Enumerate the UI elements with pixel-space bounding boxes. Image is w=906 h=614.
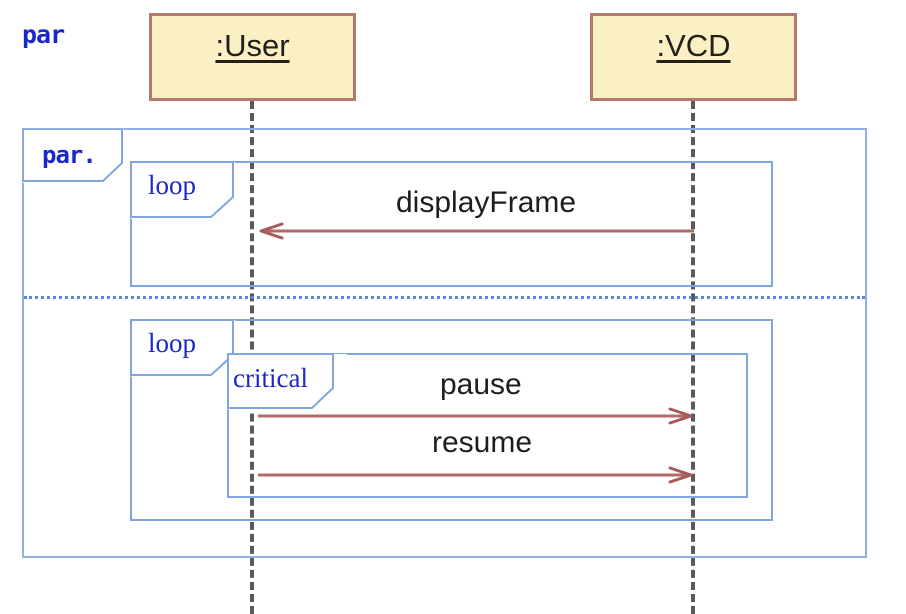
lifeline-head-user[interactable]: :User [149,13,356,101]
lifeline-stem-vcd [691,101,695,614]
pentagon-shape-icon [228,354,334,409]
fragment-operator-label-loop-2: loop [148,328,197,358]
fragment-critical[interactable] [227,353,748,498]
pentagon-shape-icon [131,320,234,376]
fragment-operator-label-par: par. [42,141,97,169]
fragment-operator-label-loop-1: loop [148,170,197,200]
message-label-resume: resume [432,426,533,459]
message-arrow-display-frame[interactable] [258,222,694,240]
lifeline-head-vcd[interactable]: :VCD [590,13,797,101]
fragment-operator-tag-loop-1: loop [131,162,235,219]
fragment-loop-1[interactable] [130,161,773,287]
operand-divider [24,296,865,299]
fragment-par-outer[interactable] [22,128,867,558]
message-arrow-resume[interactable] [258,466,694,484]
fragment-operator-tag-par: par. [23,129,124,183]
message-label-display-frame: displayFrame [396,186,577,219]
fragment-operator-label-critical: critical [233,363,308,393]
fragment-loop-2[interactable] [130,319,773,521]
message-label-pause: pause [440,368,522,401]
lifeline-label-user: :User [215,28,290,63]
pentagon-shape-icon [131,162,234,218]
diagram-title-par: par [22,20,65,49]
message-arrow-pause[interactable] [258,407,694,425]
pentagon-shape-icon [23,129,123,182]
lifeline-label-vcd: :VCD [656,28,731,63]
fragment-operator-tag-critical: critical [228,354,347,410]
fragment-operator-tag-loop-2: loop [131,320,235,377]
